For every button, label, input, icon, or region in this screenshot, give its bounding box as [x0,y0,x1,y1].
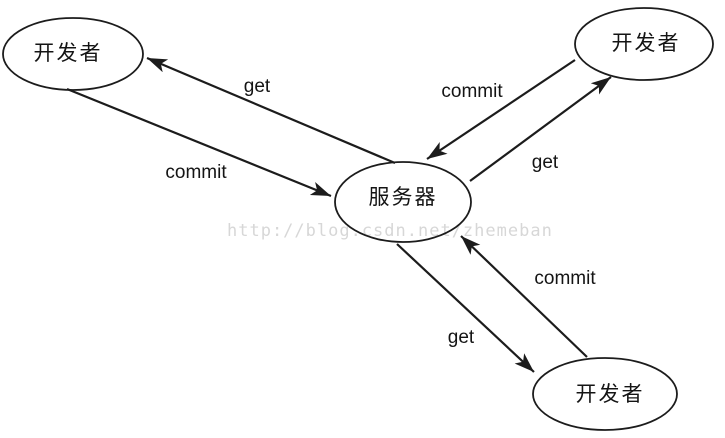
edge-get-server-to-dev-top-left [146,56,396,165]
node-developer-bottom-right-fill [533,358,677,430]
node-server [334,161,472,243]
watermark: http://blog.csdn.net/zhemeban [227,221,553,241]
node-developer-top-right [574,7,714,81]
edge-label-commit-top-right: commit [441,81,503,102]
node-developer-top-right-fill [575,8,713,80]
edge-label-layer: get commit commit get get commit [165,76,596,348]
edge-label-get-top-left: get [244,76,271,97]
edge-commit-dev-top-left-to-server [66,87,332,198]
node-outline-layer [2,7,714,431]
node-label-layer: 开发者 开发者 开发者 服务器 [34,32,681,406]
edge-commit-dev-bottom-right-to-server [460,235,588,358]
edge-label-commit-top-left: commit [165,162,227,183]
node-developer-bottom-right-label: 开发者 [576,383,645,406]
node-developer-top-left-label: 开发者 [34,42,103,65]
edge-label-commit-bottom-right: commit [534,268,596,289]
edge-get-server-to-dev-bottom-right [396,243,535,373]
node-developer-top-left [2,17,144,91]
node-developer-top-right-label: 开发者 [612,32,681,55]
node-fill-layer [3,8,713,430]
edge-label-get-bottom-right: get [448,327,475,348]
node-developer-top-left-fill [3,18,143,90]
node-developer-bottom-right [532,357,678,431]
edge-commit-dev-top-right-to-server [426,59,576,160]
edge-layer [66,56,612,373]
edge-get-server-to-dev-top-right [469,76,612,182]
edge-label-get-top-right: get [532,152,559,173]
node-server-fill [335,162,471,242]
node-server-label: 服务器 [369,186,438,209]
